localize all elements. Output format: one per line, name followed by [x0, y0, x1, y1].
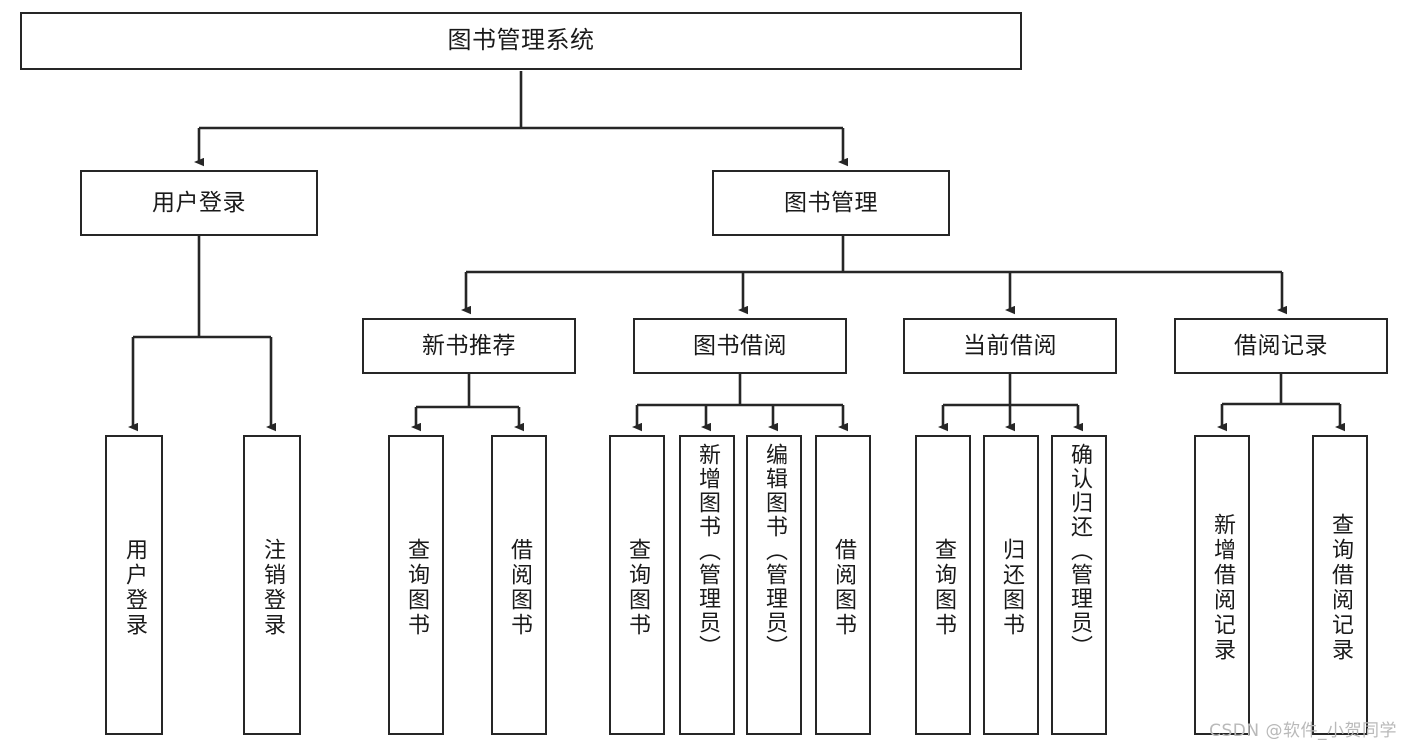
leaf-confirm-return-admin[interactable]: 确认归还（管理员）	[1051, 435, 1107, 735]
node-label: 查询图书	[404, 538, 429, 638]
node-label: 借阅图书	[507, 538, 532, 638]
node-current-borrowing[interactable]: 当前借阅	[903, 318, 1117, 374]
node-label: 图书管理系统	[447, 26, 595, 55]
leaf-query-book-2[interactable]: 查询图书	[609, 435, 665, 735]
leaf-query-book-1[interactable]: 查询图书	[388, 435, 444, 735]
node-root-book-management-system[interactable]: 图书管理系统	[20, 12, 1022, 70]
node-label: 新书推荐	[422, 332, 516, 359]
node-label: 归还图书	[999, 538, 1024, 638]
leaf-edit-book-admin[interactable]: 编辑图书（管理员）	[746, 435, 802, 735]
node-label: 查询图书	[931, 538, 956, 638]
node-label: 借阅图书	[831, 538, 856, 638]
leaf-query-book-3[interactable]: 查询图书	[915, 435, 971, 735]
leaf-return-book[interactable]: 归还图书	[983, 435, 1039, 735]
node-user-login[interactable]: 用户登录	[80, 170, 318, 236]
node-book-management[interactable]: 图书管理	[712, 170, 950, 236]
node-label: 编辑图书（管理员）	[762, 443, 787, 659]
node-label: 当前借阅	[963, 332, 1057, 359]
node-label: 注销登录	[260, 538, 285, 638]
leaf-borrow-book-1[interactable]: 借阅图书	[491, 435, 547, 735]
leaf-query-borrow-record[interactable]: 查询借阅记录	[1312, 435, 1368, 735]
node-label: 借阅记录	[1234, 332, 1328, 359]
node-label: 用户登录	[152, 189, 246, 216]
csdn-watermark: CSDN @软件_小贺同学	[1209, 721, 1397, 741]
node-label: 新增图书（管理员）	[695, 443, 720, 659]
node-label: 新增借阅记录	[1210, 513, 1235, 663]
node-label: 用户登录	[122, 538, 147, 638]
node-borrow-records[interactable]: 借阅记录	[1174, 318, 1388, 374]
leaf-borrow-book-2[interactable]: 借阅图书	[815, 435, 871, 735]
node-label: 查询图书	[625, 538, 650, 638]
leaf-user-login-do[interactable]: 用户登录	[105, 435, 163, 735]
node-label: 图书管理	[784, 189, 878, 216]
leaf-user-logout[interactable]: 注销登录	[243, 435, 301, 735]
leaf-add-book-admin[interactable]: 新增图书（管理员）	[679, 435, 735, 735]
node-label: 确认归还（管理员）	[1067, 443, 1092, 659]
node-label: 图书借阅	[693, 332, 787, 359]
node-book-borrowing[interactable]: 图书借阅	[633, 318, 847, 374]
leaf-add-borrow-record[interactable]: 新增借阅记录	[1194, 435, 1250, 735]
node-label: 查询借阅记录	[1328, 513, 1353, 663]
node-new-book-recommend[interactable]: 新书推荐	[362, 318, 576, 374]
